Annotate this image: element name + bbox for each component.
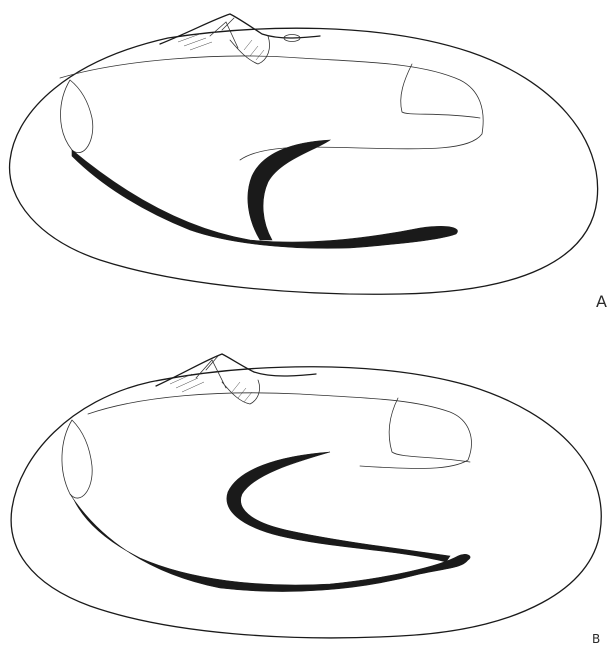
valve-a-pallial-sinus	[248, 140, 330, 240]
valve-a-posterior-adductor	[401, 64, 480, 118]
valve-a	[10, 14, 598, 294]
valve-b-inner-outline	[88, 393, 471, 469]
valve-b-posterior-adductor	[389, 398, 470, 462]
valve-a-outer-margin	[10, 28, 598, 294]
valve-a-hinge-tooth	[210, 18, 270, 64]
valve-b-ligament	[170, 374, 252, 402]
figure-label-b: B	[592, 632, 600, 646]
valve-b-outer-margin	[11, 367, 601, 638]
valve-b-pallial-line	[70, 494, 470, 592]
figure-label-a: A	[596, 292, 607, 311]
valve-b	[11, 354, 601, 638]
valve-a-inner-outline	[60, 56, 483, 160]
valve-b-anterior-adductor	[62, 420, 92, 498]
valve-a-anterior-adductor	[61, 80, 93, 153]
valve-a-hinge	[160, 14, 320, 44]
valve-b-hinge-tooth	[196, 356, 260, 404]
